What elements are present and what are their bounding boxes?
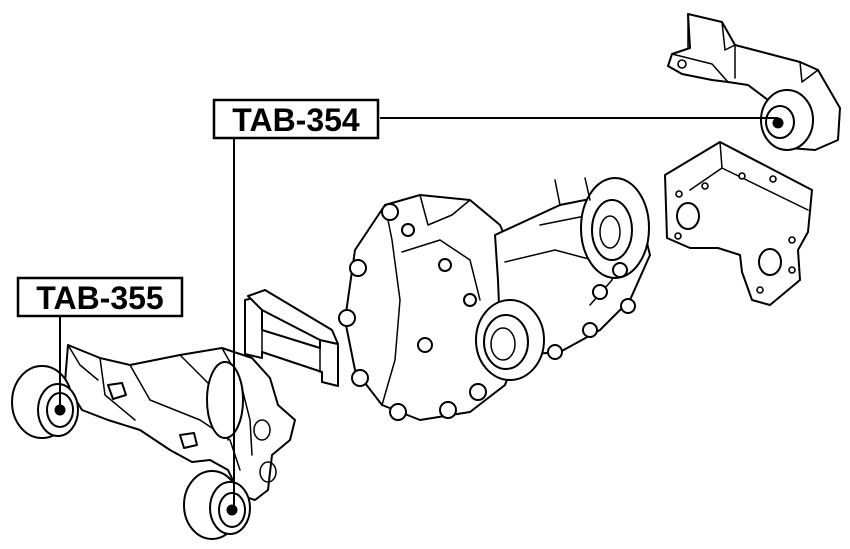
differential-housing	[338, 177, 651, 421]
tab354-label: TAB-354	[232, 102, 360, 138]
rear-subframe-crossmember	[11, 344, 296, 540]
tab355-callout: TAB-355	[16, 276, 184, 318]
upper-differential-mount	[667, 13, 841, 151]
tab354-callout: TAB-354	[212, 98, 380, 140]
small-mount-bracket	[244, 289, 339, 387]
differential-bracket	[664, 141, 813, 306]
tab355-label: TAB-355	[36, 280, 163, 316]
